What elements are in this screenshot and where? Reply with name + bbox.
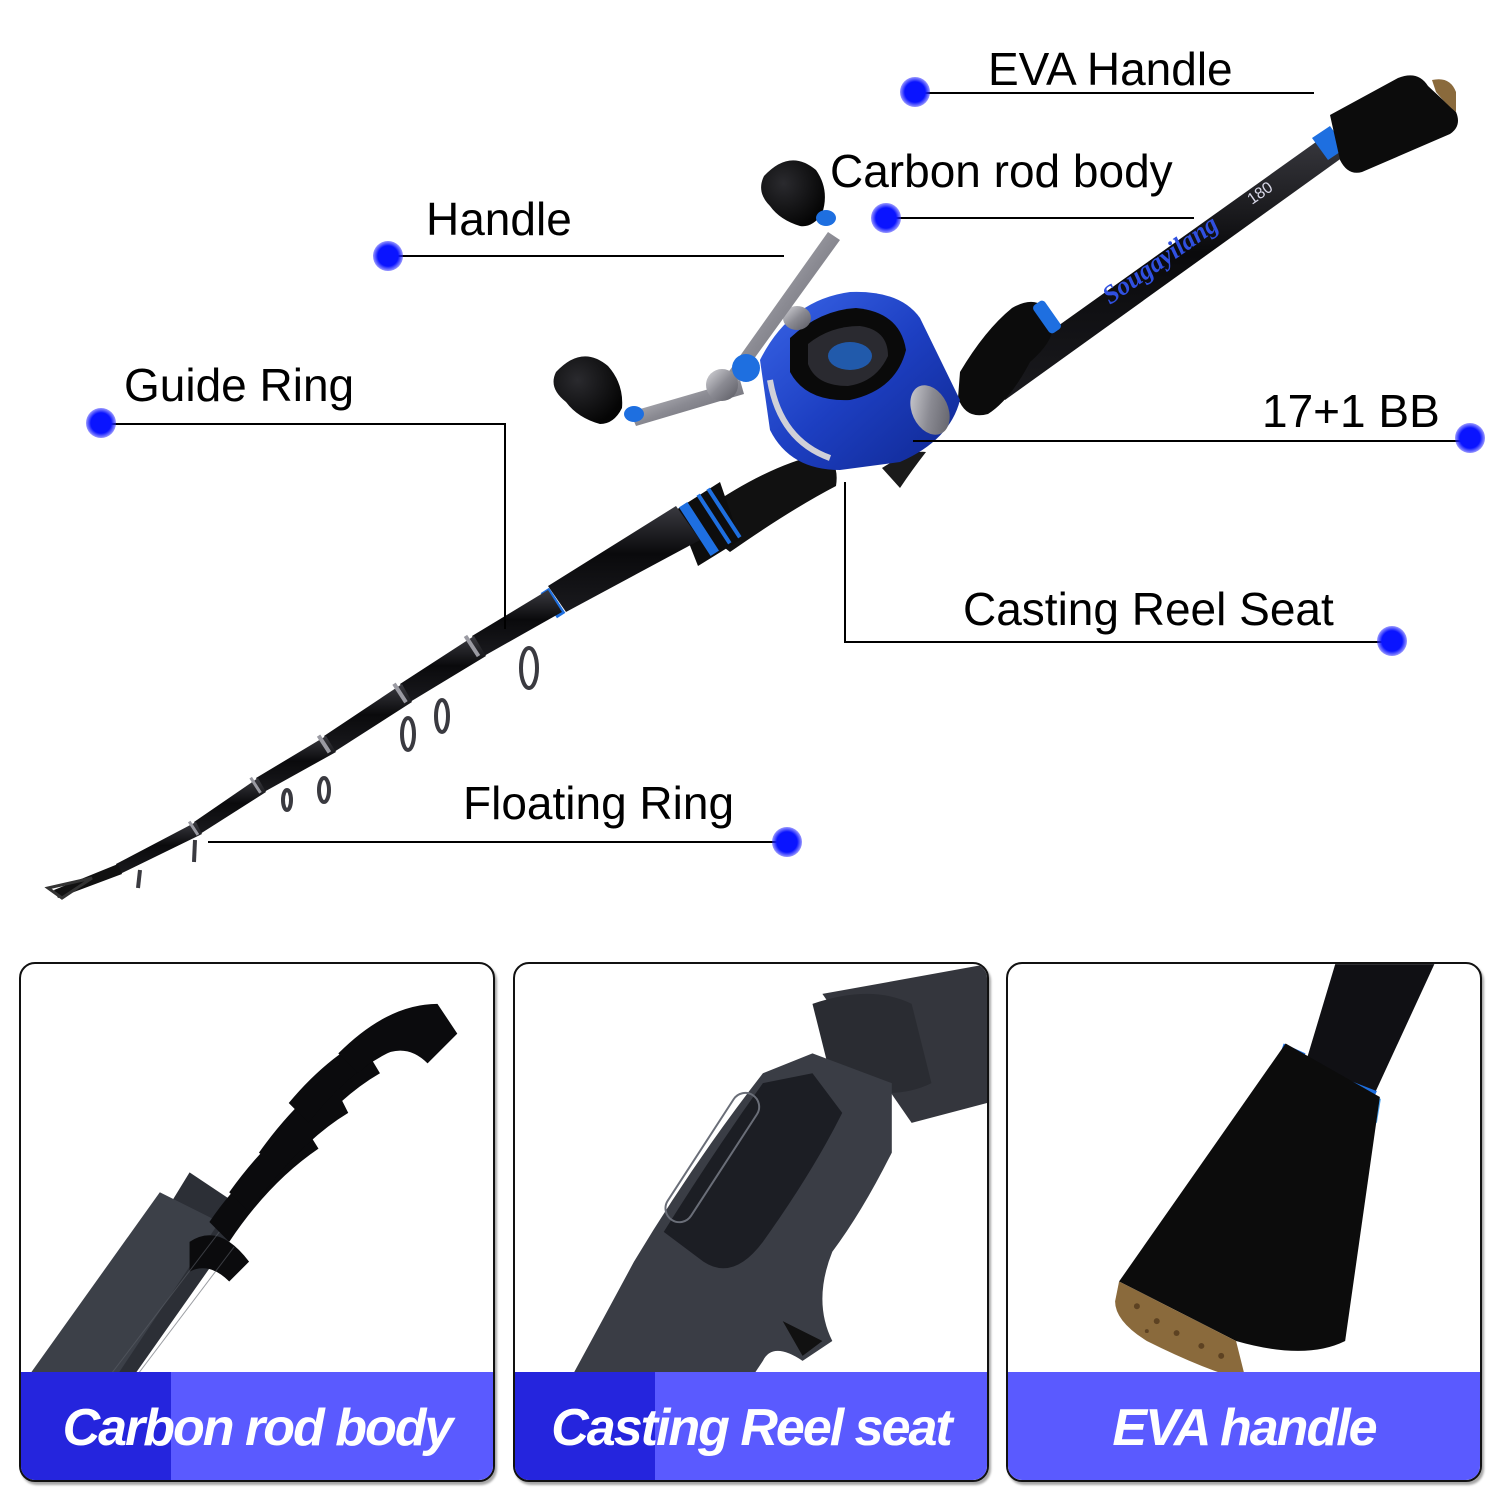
- callout-label-floating-ring: Floating Ring: [463, 777, 735, 829]
- leader-line-casting-reel-seat: [844, 482, 1390, 643]
- baitcasting-reel: [760, 291, 960, 470]
- rod-telescopic-sections: [44, 506, 700, 900]
- callout-label-handle: Handle: [426, 193, 572, 245]
- feature-card-banner: [1008, 1372, 1480, 1480]
- feature-card-carbon-rod-body: Carbon rod body: [19, 962, 495, 1482]
- reel-crank-handle: [553, 160, 840, 426]
- callout-dot-carbon-rod-body: [871, 203, 901, 233]
- feature-card-label-eva-handle: EVA handle: [1112, 1399, 1377, 1457]
- callout-dot-ball-bearings: [1455, 423, 1485, 453]
- eva-handle-closeup-illustration: [1115, 964, 1435, 1381]
- leader-line-guide-ring: [102, 423, 506, 629]
- rod-and-reel-illustration: Sougayilang 180: [44, 75, 1467, 900]
- callout-label-ball-bearings: 17+1 BB: [1262, 385, 1440, 437]
- leader-lines: [102, 92, 1467, 843]
- callout-dot-eva-handle: [900, 77, 930, 107]
- callout-dot-guide-ring: [86, 408, 116, 438]
- feature-card-eva-handle: EVA handle: [1006, 962, 1482, 1482]
- feature-cards: Carbon rod body Casting Reel seat: [0, 960, 1500, 1485]
- rod-butt-section: Sougayilang 180: [958, 75, 1458, 416]
- callout-dot-floating-ring: [772, 827, 802, 857]
- callout-label-carbon-rod-body: Carbon rod body: [830, 145, 1173, 197]
- callout-dot-casting-reel-seat: [1377, 626, 1407, 656]
- callout-label-eva-handle: EVA Handle: [988, 43, 1233, 95]
- callout-label-guide-ring: Guide Ring: [124, 359, 355, 411]
- callout-label-casting-reel-seat: Casting Reel Seat: [963, 583, 1334, 635]
- guide-rings: [136, 646, 539, 889]
- reel-seat: [676, 451, 926, 566]
- callout-dot-handle: [373, 241, 403, 271]
- feature-card-label-casting-reel-seat: Casting Reel seat: [551, 1399, 953, 1457]
- feature-card-label-carbon-rod-body: Carbon rod body: [62, 1399, 454, 1457]
- product-diagram: Sougayilang 180: [44, 43, 1485, 900]
- feature-card-casting-reel-seat: Casting Reel seat: [513, 962, 989, 1482]
- brand-logo-text: Sougayilang: [1097, 209, 1224, 310]
- feature-card-banner-overlay: [515, 1372, 655, 1480]
- feature-card-banner-overlay: [21, 1372, 171, 1480]
